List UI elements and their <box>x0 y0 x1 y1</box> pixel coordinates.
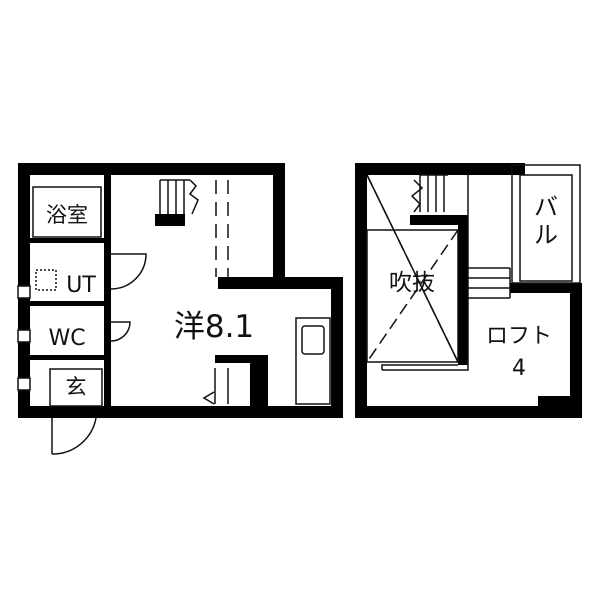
wall-ut-bottom <box>30 301 111 306</box>
void-cross-3 <box>366 174 459 363</box>
loft-railing <box>468 267 511 299</box>
entrance-door-swing <box>51 417 97 455</box>
first-floor-plan <box>18 163 343 418</box>
bath-outline <box>32 186 102 238</box>
loft-wall-left <box>355 163 367 418</box>
wall-step-top <box>218 277 343 289</box>
wall-interior-vertical <box>104 175 111 406</box>
loft-wall-right <box>570 283 582 418</box>
wall-bottom <box>18 406 343 418</box>
label-bath: 浴室 <box>46 203 88 227</box>
loft-floor-plan <box>355 163 582 418</box>
loft-wall-void-top <box>410 215 468 225</box>
loft-wall-void-right <box>458 215 468 365</box>
entrance-box <box>49 368 103 407</box>
wall-closet-top <box>215 355 268 363</box>
label-toilet: WC <box>48 326 85 351</box>
loft-stairs <box>410 174 448 213</box>
window-left-3 <box>17 377 31 391</box>
label-utility: UT <box>66 273 96 298</box>
label-balcony: バル <box>534 193 558 249</box>
window-left-2 <box>17 329 31 343</box>
first-floor-details <box>17 179 331 455</box>
loft-corner-bottom <box>538 396 582 418</box>
loft-wall-mid <box>510 283 582 293</box>
window-left-1 <box>17 285 31 299</box>
void-outline <box>366 229 459 363</box>
kitchen-counter <box>295 317 331 405</box>
balcony-outline <box>511 164 581 284</box>
wall-bath-bottom <box>30 238 111 243</box>
ut-door-swing <box>110 253 147 290</box>
kitchen-sink <box>301 325 325 355</box>
wall-closet <box>250 355 268 406</box>
label-loft: ロフト <box>486 324 552 349</box>
wall-right-lower <box>331 277 343 418</box>
washer-icon <box>35 269 57 291</box>
room-labels: 浴室 UT WC 玄 洋8.1 バル 吹抜 ロフト 4 <box>46 193 558 399</box>
label-western-room: 洋8.1 <box>174 309 254 345</box>
balcony-inner <box>519 174 573 282</box>
wc-door-swing <box>110 321 131 342</box>
label-entrance: 玄 <box>66 375 87 399</box>
loft-wall-top <box>355 163 525 175</box>
label-loft-size: 4 <box>512 356 526 381</box>
stairs <box>159 179 199 215</box>
wall-top-left <box>18 163 285 175</box>
closet-door <box>202 368 229 405</box>
wall-wc-bottom <box>30 355 111 360</box>
wall-stair-stub <box>155 214 185 226</box>
label-void: 吹抜 <box>389 270 435 296</box>
void-cross-2 <box>366 229 459 363</box>
wall-right-upper <box>273 163 285 285</box>
loft-wall-bottom <box>355 406 582 418</box>
loft-partition <box>381 175 469 371</box>
loft-floor-details <box>366 164 581 371</box>
